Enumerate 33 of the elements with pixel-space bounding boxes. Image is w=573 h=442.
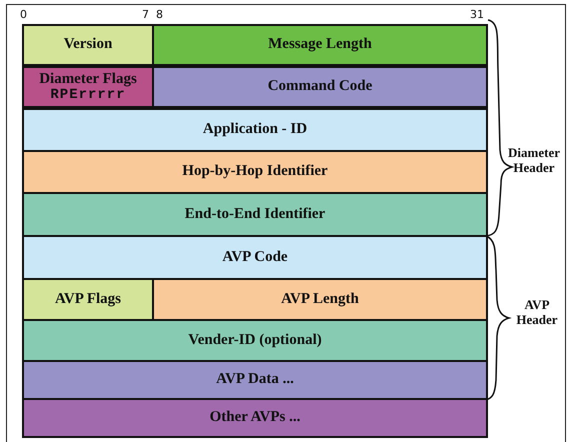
field-name: AVP Flags bbox=[55, 292, 121, 308]
field-cell bbox=[152, 24, 488, 66]
flag-bits: RPErrrrr bbox=[50, 88, 126, 102]
field-name: Diameter Flags bbox=[39, 72, 137, 88]
field-name: Message Length bbox=[268, 37, 372, 53]
field-cell bbox=[22, 398, 488, 438]
field-cell bbox=[152, 278, 488, 321]
brace-label: AVP Header bbox=[515, 298, 559, 328]
bit-number: 0 bbox=[20, 8, 27, 21]
field-name: AVP Data ... bbox=[216, 372, 294, 388]
bit-number: 7 bbox=[142, 8, 149, 21]
field-cell bbox=[22, 278, 154, 321]
field-cell bbox=[22, 360, 488, 400]
field-name: Application - ID bbox=[202, 122, 308, 138]
bit-number: 8 bbox=[156, 8, 163, 21]
field-cell bbox=[22, 66, 154, 108]
field-name: Vender-ID (optional) bbox=[188, 332, 322, 348]
field-cell bbox=[22, 319, 488, 362]
field-name: AVP Code bbox=[222, 250, 288, 266]
field-cell bbox=[22, 192, 488, 237]
field-cell bbox=[22, 24, 154, 66]
field-name: Version bbox=[64, 37, 112, 53]
field-name: Command Code bbox=[268, 79, 372, 95]
bit-number: 31 bbox=[470, 8, 484, 21]
field-cell bbox=[22, 150, 488, 194]
field-name: AVP Length bbox=[281, 292, 359, 308]
field-name: End-to-End Identifier bbox=[184, 206, 326, 222]
field-name: Other AVPs ... bbox=[210, 410, 300, 426]
field-cell bbox=[22, 235, 488, 280]
field-cell bbox=[22, 108, 488, 152]
field-cell bbox=[152, 66, 488, 108]
brace-label: Diameter Header bbox=[507, 146, 561, 176]
field-name: Hop-by-Hop Identifier bbox=[182, 164, 328, 180]
